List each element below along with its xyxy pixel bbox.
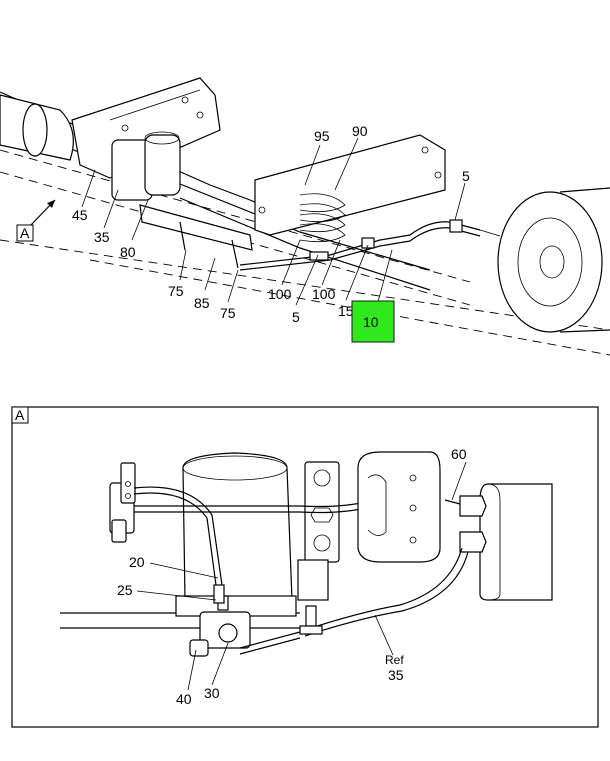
callout-90: 90 bbox=[352, 123, 368, 139]
detail-a-panel: A bbox=[11, 406, 599, 728]
callout-5-lower: 5 bbox=[292, 309, 300, 325]
chassis-overview bbox=[0, 77, 610, 356]
callout-30: 30 bbox=[204, 685, 220, 701]
callout-ref: Ref bbox=[385, 653, 404, 667]
detail-a-label: A bbox=[15, 407, 25, 423]
callouts-top: 95 90 5 45 35 80 75 85 75 100 5 100 15 bbox=[72, 123, 470, 325]
callout-ref-35: 35 bbox=[388, 667, 404, 683]
callout-35: 35 bbox=[94, 229, 110, 245]
callout-85: 85 bbox=[194, 295, 210, 311]
callout-100-right: 100 bbox=[312, 286, 336, 302]
callout-60: 60 bbox=[451, 446, 467, 462]
callout-45: 45 bbox=[72, 207, 88, 223]
callout-10: 10 bbox=[363, 314, 379, 330]
callouts-detail: 60 20 25 40 30 Ref 35 bbox=[117, 446, 467, 707]
callout-25: 25 bbox=[117, 582, 133, 598]
callout-5-upper: 5 bbox=[462, 168, 470, 184]
highlighted-callout-10[interactable]: 10 bbox=[351, 300, 395, 343]
leader-lines-top bbox=[81, 137, 466, 306]
callout-75-left: 75 bbox=[168, 283, 184, 299]
callout-20: 20 bbox=[129, 554, 145, 570]
leader-lines-detail bbox=[136, 461, 467, 691]
callout-100-left: 100 bbox=[268, 286, 292, 302]
callout-75-right: 75 bbox=[220, 305, 236, 321]
callout-95: 95 bbox=[314, 128, 330, 144]
callout-15: 15 bbox=[338, 303, 354, 319]
callout-80: 80 bbox=[120, 244, 136, 260]
callout-40: 40 bbox=[176, 691, 192, 707]
view-a-indicator: A bbox=[16, 199, 56, 242]
view-a-label: A bbox=[20, 225, 30, 241]
